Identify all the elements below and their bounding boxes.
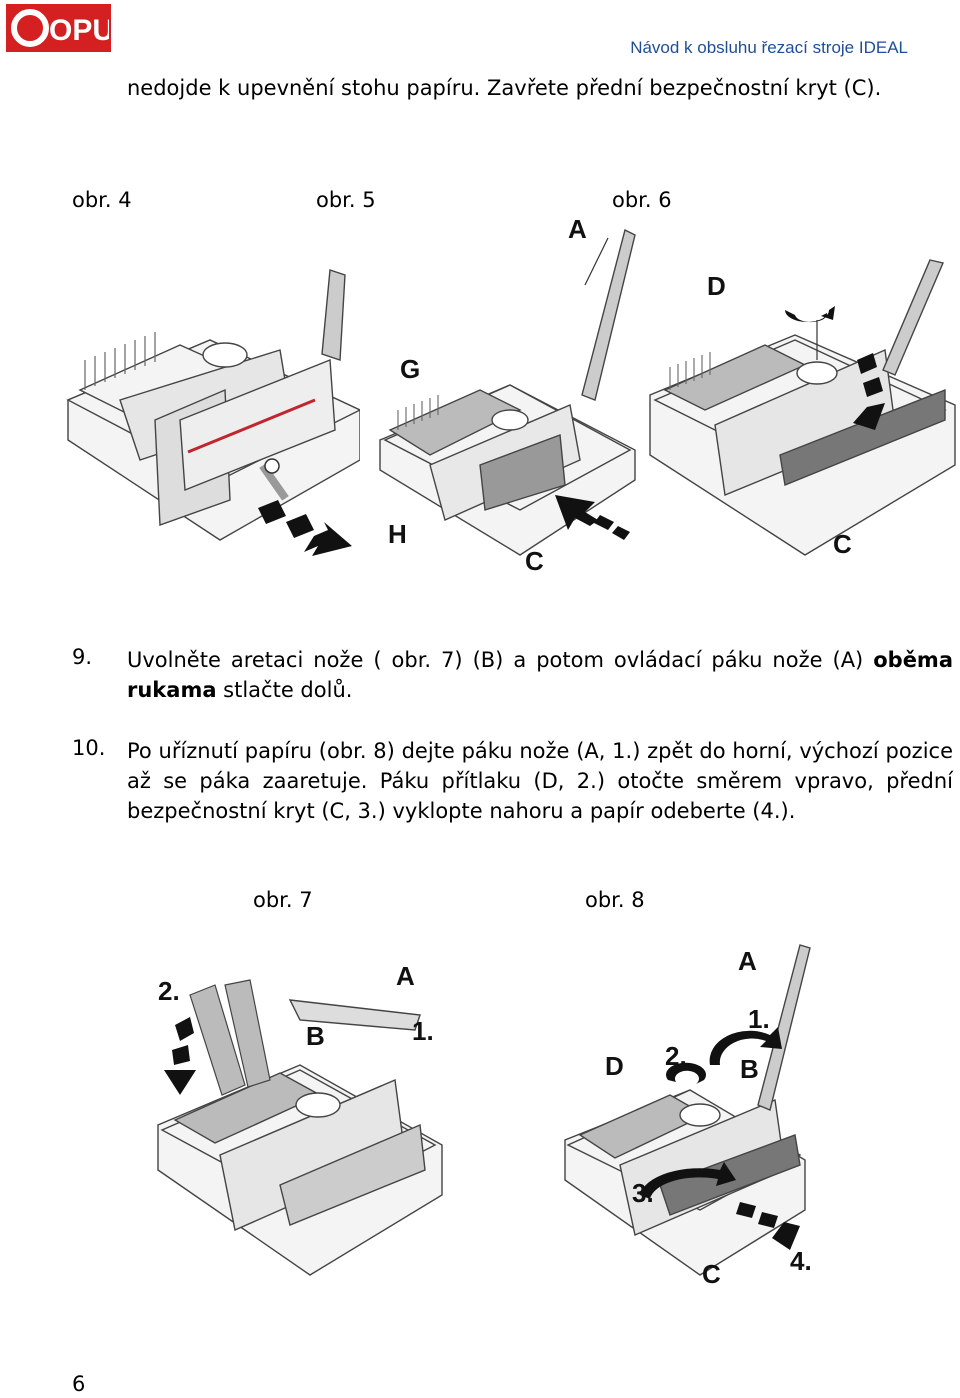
opus-logo-mark: OPUS bbox=[10, 9, 109, 47]
fig5-label-a: A bbox=[568, 214, 587, 244]
fig7-label-2: 2. bbox=[158, 976, 180, 1006]
fig8-label-4: 4. bbox=[790, 1246, 812, 1276]
figure-6-cutter-illustration: D C bbox=[645, 255, 960, 565]
logo-text: OPUS bbox=[49, 14, 109, 47]
fig8-label-d: D bbox=[605, 1051, 624, 1081]
fig5-label-h: H bbox=[388, 519, 407, 549]
caption-fig5: obr. 5 bbox=[316, 188, 376, 212]
fig7-label-a: A bbox=[396, 961, 415, 991]
intro-paragraph: nedojde k upevnění stohu papíru. Zavřete… bbox=[127, 76, 882, 100]
fig6-label-c: C bbox=[833, 529, 852, 559]
step-9-number: 9. bbox=[72, 645, 93, 669]
opus-logo: OPUS bbox=[6, 4, 111, 52]
step-10-text: Po uříznutí papíru (obr. 8) dejte páku n… bbox=[127, 739, 953, 823]
cut-line bbox=[187, 398, 316, 454]
fig8-label-a: A bbox=[738, 946, 757, 976]
figure-5-cutter-illustration: A G H C bbox=[370, 210, 640, 580]
fig5-label-g: G bbox=[400, 354, 420, 384]
fig5-label-c: C bbox=[525, 546, 544, 576]
step-10-number: 10. bbox=[72, 736, 106, 760]
step-9-text: Uvolněte aretaci nože ( obr. 7) (B) a po… bbox=[127, 645, 953, 705]
caption-fig8: obr. 8 bbox=[585, 888, 645, 912]
figure-7-cutter-illustration: 2. A B 1. bbox=[150, 955, 450, 1280]
fig7-label-1: 1. bbox=[412, 1016, 434, 1046]
fig8-label-1: 1. bbox=[748, 1004, 770, 1034]
caption-fig6: obr. 6 bbox=[612, 188, 672, 212]
step-9-text-after: stlačte dolů. bbox=[216, 678, 353, 702]
fig7-label-b: B bbox=[306, 1021, 325, 1051]
page-number: 6 bbox=[72, 1372, 86, 1396]
caption-fig4: obr. 4 bbox=[72, 188, 132, 212]
fig8-label-3: 3. bbox=[632, 1178, 654, 1208]
fig8-label-b: B bbox=[740, 1054, 759, 1084]
figure-8-cutter-illustration: A 1. D 2. B 3. 4. C bbox=[560, 940, 820, 1285]
figure-4-cutter-illustration bbox=[60, 250, 360, 560]
step-9-text-before: Uvolněte aretaci nože ( obr. 7) (B) a po… bbox=[127, 648, 874, 672]
fig8-label-c: C bbox=[702, 1259, 721, 1285]
fig8-label-2: 2. bbox=[665, 1041, 687, 1071]
step-9-bold: oběma rukama bbox=[127, 648, 953, 702]
caption-fig7: obr. 7 bbox=[253, 888, 313, 912]
document-title: Návod k obsluhu řezací stroje IDEAL bbox=[630, 38, 908, 57]
fig6-label-d: D bbox=[707, 271, 726, 301]
